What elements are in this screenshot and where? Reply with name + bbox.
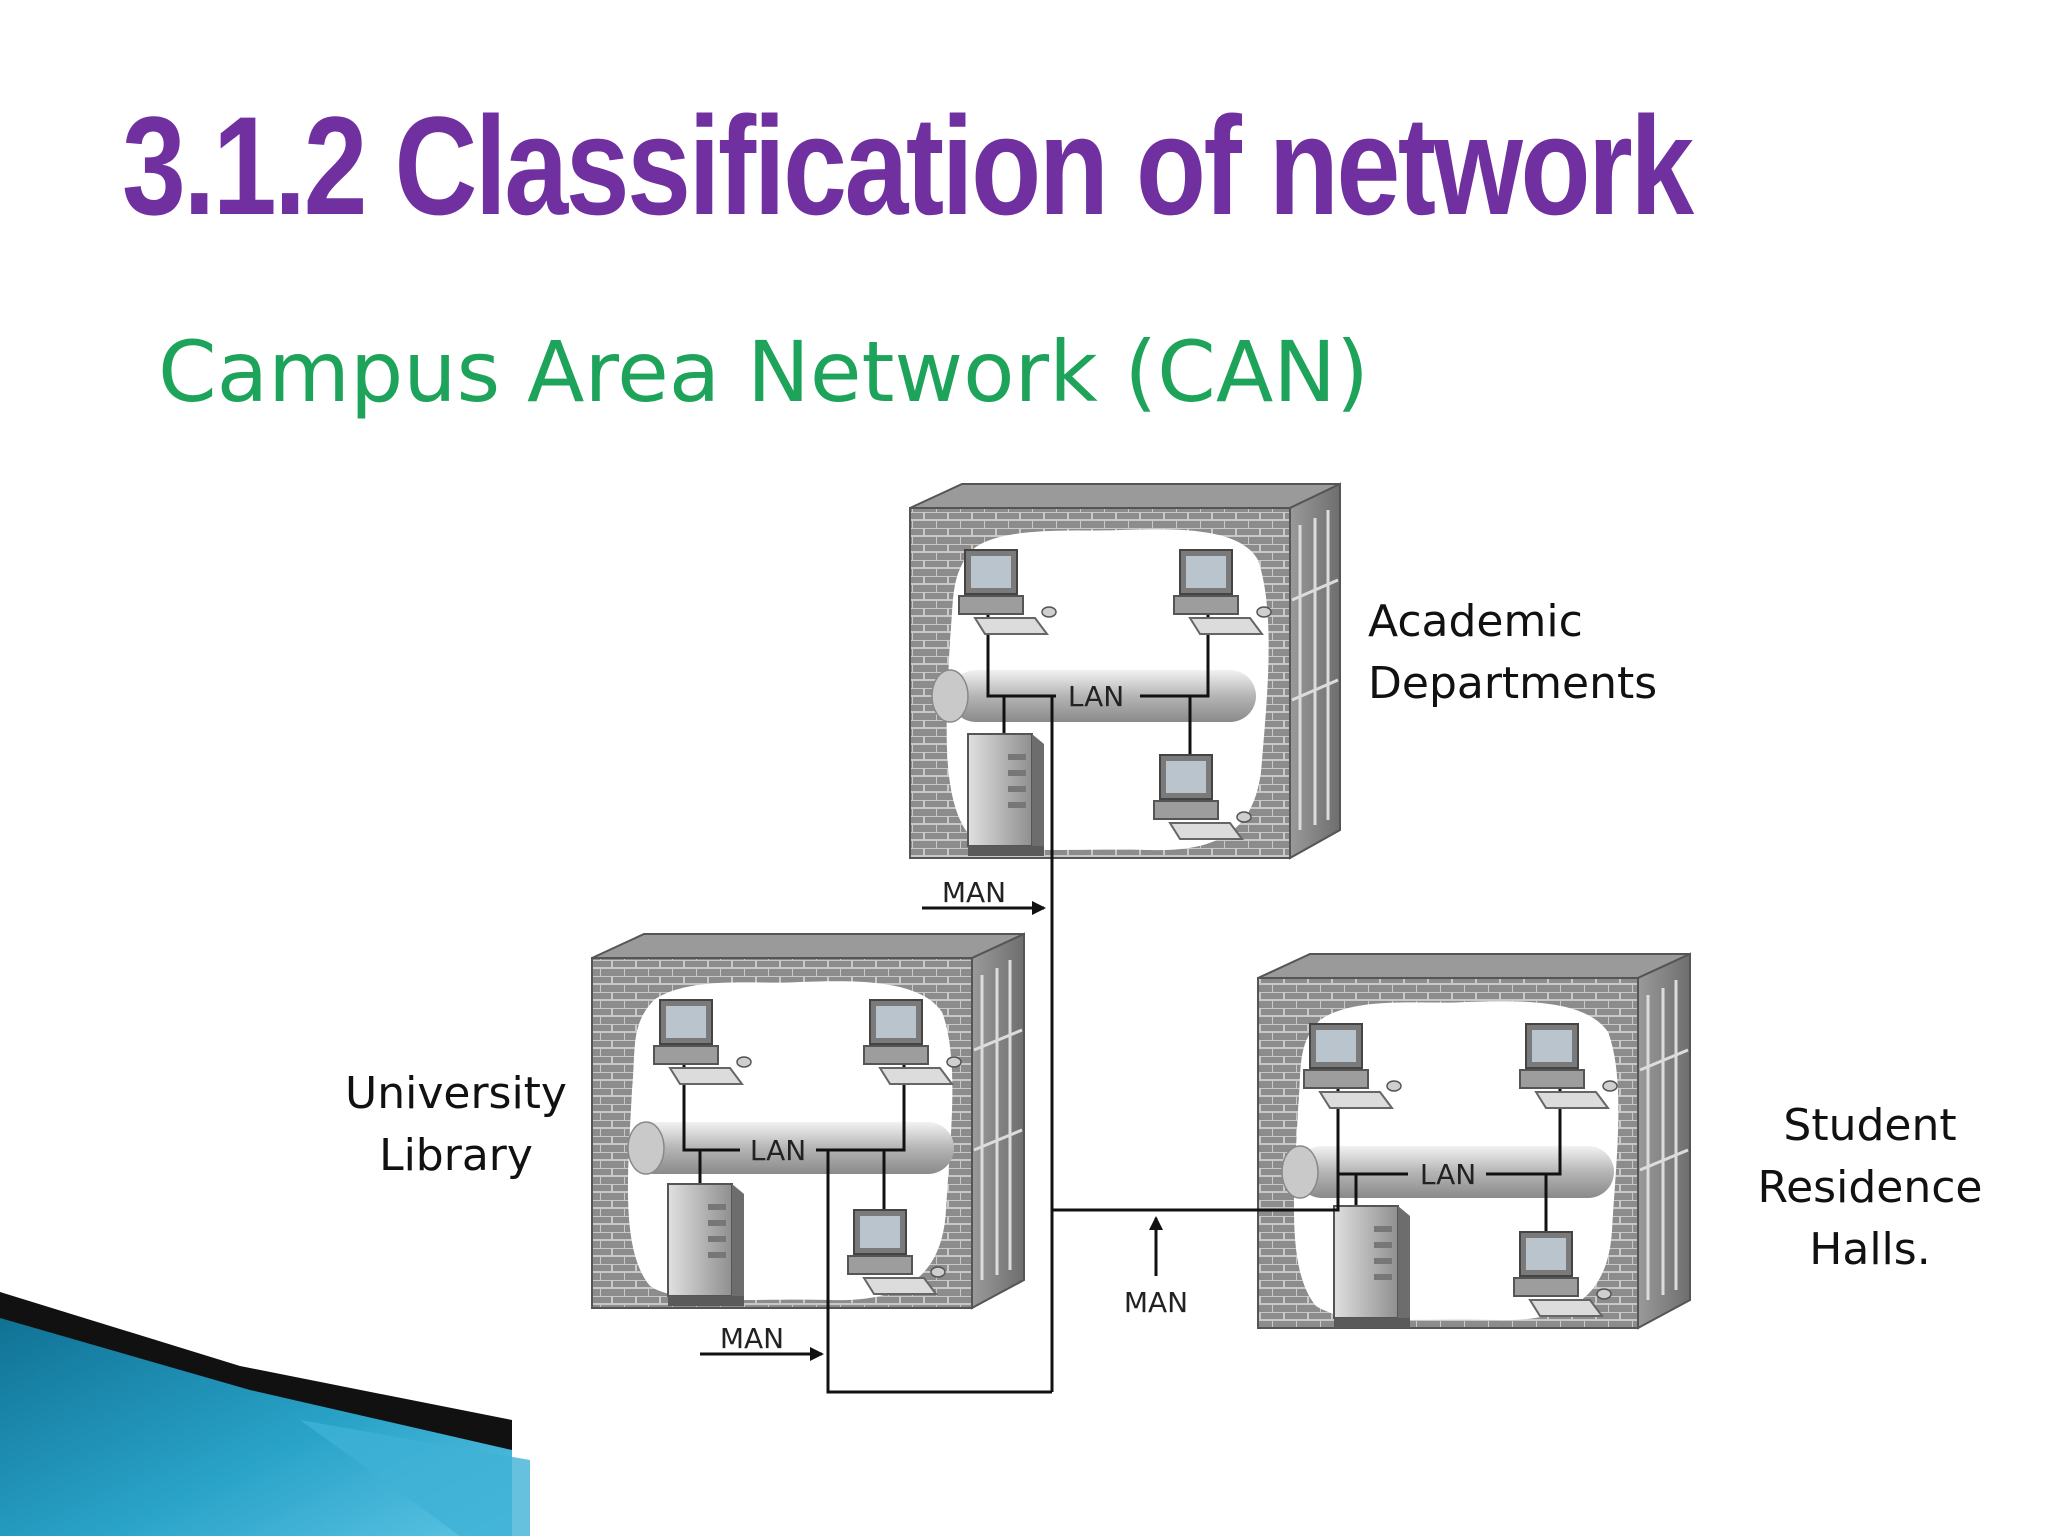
lan-label-residence: LAN bbox=[1420, 1158, 1476, 1191]
lan-label-library: LAN bbox=[750, 1134, 806, 1167]
server-icon bbox=[967, 733, 1045, 857]
man-label-bottom-middle: MAN bbox=[1124, 1286, 1188, 1319]
slide-title: 3.1.2 Classification of network bbox=[122, 87, 1694, 244]
building-residence: LAN bbox=[1257, 952, 1691, 1330]
building-label-library-line2: Library bbox=[379, 1130, 533, 1181]
building-label-academic-line2: Departments bbox=[1368, 658, 1657, 709]
building-label-residence-line3: Halls. bbox=[1809, 1224, 1930, 1275]
building-label-academic-line1: Academic bbox=[1368, 596, 1583, 647]
building-library: LAN bbox=[591, 932, 1052, 1394]
slide-subtitle: Campus Area Network (CAN) bbox=[158, 323, 1369, 421]
building-academic: LAN bbox=[909, 482, 1341, 880]
man-backbone bbox=[1050, 880, 1340, 1392]
server-icon bbox=[1333, 1205, 1411, 1329]
slide-corner-decoration bbox=[0, 1292, 530, 1536]
building-label-residence-line1: Student bbox=[1783, 1100, 1956, 1151]
building-label-library-line1: University bbox=[345, 1068, 567, 1119]
server-icon bbox=[667, 1183, 745, 1307]
man-label-bottom-left: MAN bbox=[720, 1322, 784, 1355]
lan-label-academic: LAN bbox=[1068, 680, 1124, 713]
building-label-residence-line2: Residence bbox=[1758, 1162, 1983, 1213]
man-label-top: MAN bbox=[942, 876, 1006, 909]
